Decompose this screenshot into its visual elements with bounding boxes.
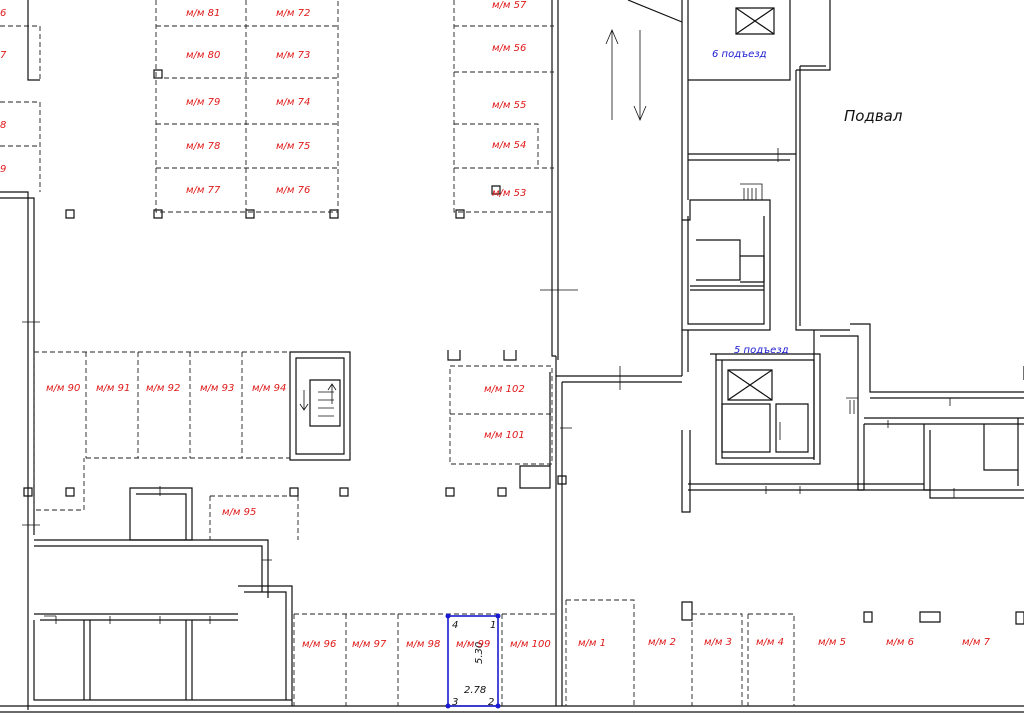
spot-label: м/м 81 <box>186 8 220 19</box>
corner-4: 4 <box>452 620 458 631</box>
spot-label: м/м 4 <box>756 637 784 648</box>
spot-labels: м/м 81 м/м 72 м/м 80 м/м 73 м/м 79 м/м 7… <box>0 0 991 650</box>
entrance-6-label: 6 подъезд <box>712 49 767 60</box>
spot-label: м/м 95 <box>222 507 256 518</box>
spot-label: м/м 74 <box>276 97 310 108</box>
spot-label: м/м 55 <box>492 100 526 111</box>
entrance-labels: 6 подъезд 5 подъезд <box>712 49 789 356</box>
parking-spot-outlines <box>0 0 795 706</box>
spot-label: м/м 80 <box>186 50 220 61</box>
spot-label: м/м 53 <box>492 188 526 199</box>
edge-number: 6 <box>0 8 6 19</box>
edge-number: 8 <box>0 120 6 131</box>
spot-label: м/м 56 <box>492 43 526 54</box>
spot-label: м/м 79 <box>186 97 220 108</box>
spot-label: м/м 94 <box>252 383 286 394</box>
edge-number: 7 <box>0 50 7 61</box>
spot-label: м/м 96 <box>302 639 336 650</box>
entrance-5-label: 5 подъезд <box>734 345 789 356</box>
spot-label: м/м 99 <box>456 639 490 650</box>
spot-label: м/м 75 <box>276 141 310 152</box>
spot-label: м/м 90 <box>46 383 80 394</box>
spot-length-dimension: 5.30 <box>474 642 485 664</box>
spot-label: м/м 76 <box>276 185 310 196</box>
edge-number: 9 <box>0 164 6 175</box>
spot-label: м/м 57 <box>492 0 527 11</box>
spot-label: м/м 91 <box>96 383 130 394</box>
spot-label: м/м 98 <box>406 639 440 650</box>
spot-label: м/м 2 <box>648 637 676 648</box>
spot-label: м/м 92 <box>146 383 180 394</box>
spot-label: м/м 73 <box>276 50 310 61</box>
spot-label: м/м 54 <box>492 140 526 151</box>
spot-label: м/м 100 <box>510 639 551 650</box>
spot-label: м/м 97 <box>352 639 387 650</box>
spot-label: м/м 6 <box>886 637 914 648</box>
spot-label: м/м 72 <box>276 8 310 19</box>
corner-3: 3 <box>452 697 458 708</box>
spot-width-dimension: 2.78 <box>464 685 486 696</box>
spot-label: м/м 102 <box>484 384 525 395</box>
spot-label: м/м 101 <box>484 430 525 441</box>
spot-label: м/м 78 <box>186 141 220 152</box>
spot-label: м/м 5 <box>818 637 846 648</box>
corner-1: 1 <box>490 620 496 631</box>
corner-2: 2 <box>488 697 494 708</box>
spot-label: м/м 7 <box>962 637 991 648</box>
highlighted-spot-99[interactable]: 1 2 3 4 5.30 2.78 <box>445 613 501 709</box>
basement-label: Подвал <box>844 107 903 125</box>
spot-label: м/м 3 <box>704 637 732 648</box>
spot-label: м/м 1 <box>578 638 606 649</box>
spot-label: м/м 93 <box>200 383 234 394</box>
spot-label: м/м 77 <box>186 185 221 196</box>
